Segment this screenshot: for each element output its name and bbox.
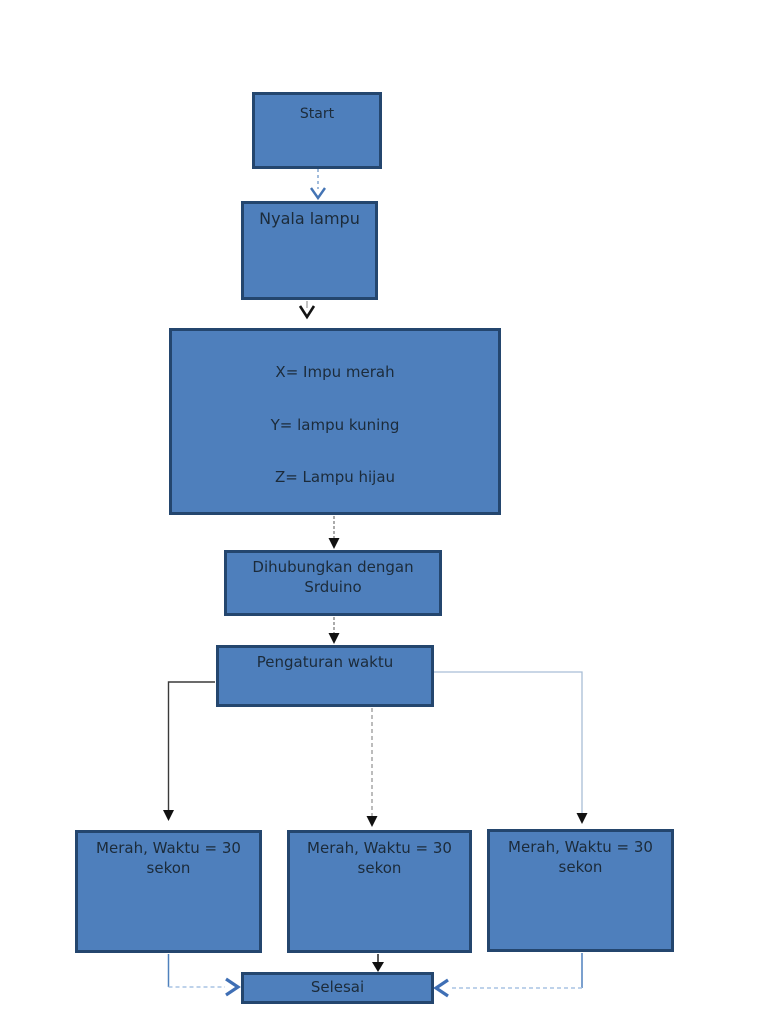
node-merah-waktu-tengah: Merah, Waktu = 30 sekon — [287, 830, 472, 953]
node-start: Start — [252, 92, 382, 169]
node-pengaturan-waktu: Pengaturan waktu — [216, 645, 434, 707]
node-dihubungkan-srduino: Dihubungkan dengan Srduino — [224, 550, 442, 616]
arrowhead-triangle-down-icon — [328, 538, 340, 549]
arrowhead-triangle-down-icon — [366, 816, 378, 827]
connector-variables-to-dihubungkan — [328, 516, 340, 549]
connector-pengaturan-to-merah-tengah — [366, 708, 378, 827]
connector-merah-kanan-to-selesai — [433, 953, 583, 998]
node-nyala-lampu: Nyala lampu — [241, 201, 378, 300]
connector-pengaturan-to-merah-kanan — [434, 671, 588, 824]
connector-merah-kiri-to-selesai — [167, 954, 241, 997]
arrowhead-chevron-right-icon — [225, 977, 241, 997]
connector-merah-tengah-to-selesai — [372, 954, 384, 972]
variable-line-y: Y= lampu kuning — [270, 415, 400, 434]
connector-nyala-to-variables — [298, 301, 316, 320]
variable-line-x: X= Impu merah — [275, 363, 395, 381]
arrowhead-chevron-down-icon — [298, 305, 316, 320]
arrowhead-chevron-left-icon — [433, 978, 449, 998]
connector-start-to-nyala — [310, 169, 326, 201]
connector-pengaturan-to-merah-kiri — [163, 681, 215, 821]
arrowhead-triangle-down-icon — [372, 962, 384, 972]
node-variables: X= Impu merah Y= lampu kuning Z= Lampu h… — [169, 328, 501, 515]
arrowhead-triangle-down-icon — [163, 810, 174, 821]
arrowhead-triangle-down-icon — [328, 633, 340, 644]
arrowhead-triangle-down-icon — [576, 813, 588, 824]
node-merah-waktu-kanan: Merah, Waktu = 30 sekon — [487, 829, 674, 952]
node-merah-waktu-kiri: Merah, Waktu = 30 sekon — [75, 830, 262, 953]
arrowhead-chevron-down-icon — [310, 187, 326, 201]
node-selesai: Selesai — [241, 972, 434, 1004]
variable-line-z: Z= Lampu hijau — [274, 468, 396, 486]
connector-dihubungkan-to-pengaturan — [328, 617, 340, 644]
